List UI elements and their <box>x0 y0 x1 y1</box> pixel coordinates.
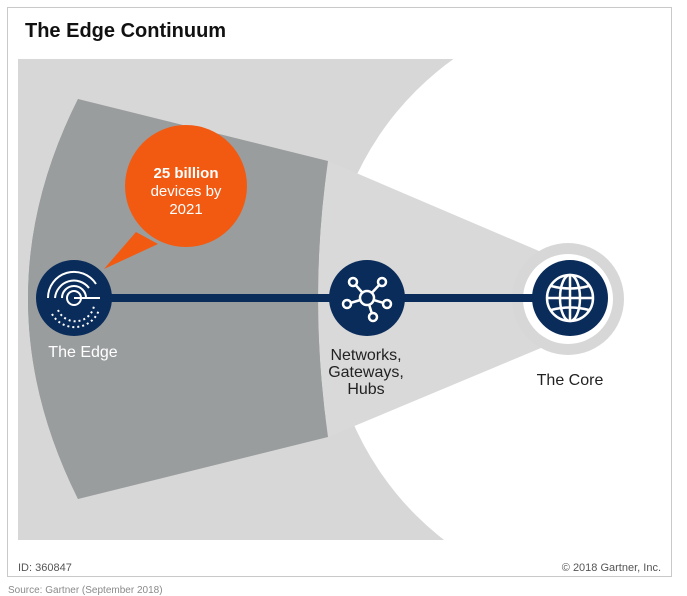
copyright-notice: © 2018 Gartner, Inc. <box>561 562 661 574</box>
figure-frame: 25 billion devices by 2021 The Edge <box>7 7 672 577</box>
callout-bubble: 25 billion devices by 2021 <box>104 125 247 269</box>
edge-label: The Edge <box>48 344 117 361</box>
edge-node <box>36 260 112 336</box>
edge-radar-icon <box>46 270 100 329</box>
callout-line1: 25 billion <box>153 165 218 182</box>
document-id: ID: 360847 <box>18 562 72 574</box>
network-label-line2: Gateways, <box>328 364 404 381</box>
connection-line <box>68 294 568 302</box>
globe-icon <box>545 273 595 323</box>
network-node <box>329 260 405 336</box>
page-title: The Edge Continuum <box>25 20 227 42</box>
source-note: Source: Gartner (September 2018) <box>8 585 163 596</box>
callout-tail <box>104 232 158 269</box>
core-label: The Core <box>537 372 604 389</box>
callout-circle <box>125 125 247 247</box>
edge-continuum-diagram: 25 billion devices by 2021 The Edge <box>18 59 654 540</box>
core-node <box>532 260 608 336</box>
network-hub-icon <box>341 276 393 323</box>
network-label-line3: Hubs <box>347 381 384 398</box>
network-label-line1: Networks, <box>330 347 401 364</box>
callout-line2: devices by <box>151 183 222 200</box>
callout-line3: 2021 <box>169 201 202 218</box>
